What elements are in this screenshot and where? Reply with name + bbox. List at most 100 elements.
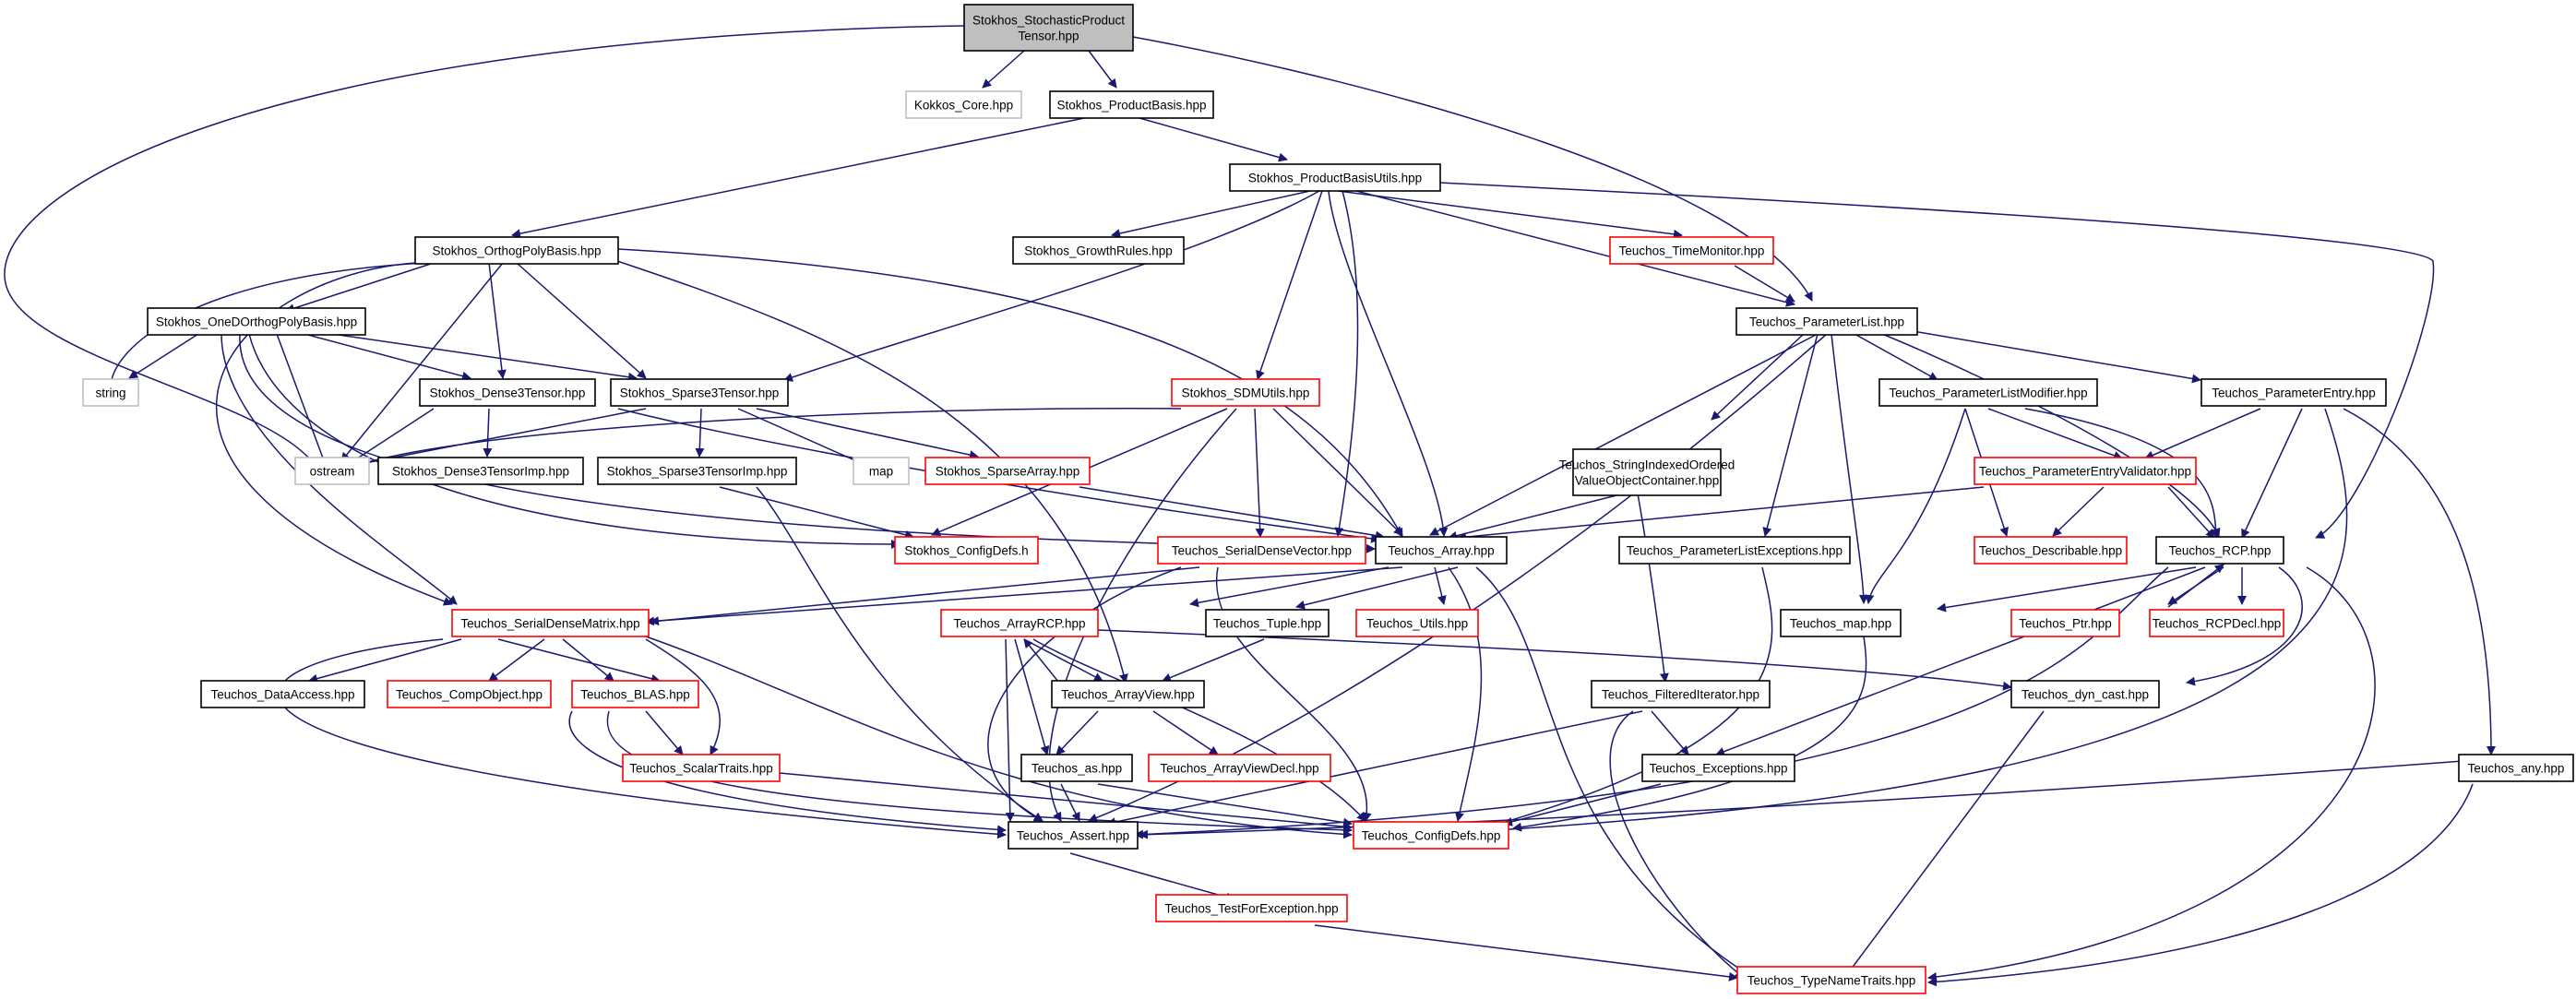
node-sparse-array[interactable]: Stokhos_SparseArray.hpp xyxy=(924,457,1091,485)
edge xyxy=(248,333,900,549)
node-param-entry[interactable]: Teuchos_ParameterEntry.hpp xyxy=(2200,378,2387,407)
node-assert[interactable]: Teuchos_Assert.hpp xyxy=(1008,821,1139,850)
node-data-access[interactable]: Teuchos_DataAccess.hpp xyxy=(200,680,365,708)
node-time-monitor[interactable]: Teuchos_TimeMonitor.hpp xyxy=(1609,236,1774,265)
node-dyn-cast[interactable]: Teuchos_dyn_cast.hpp xyxy=(2010,680,2160,708)
node-sparse3-tensor-imp[interactable]: Stokhos_Sparse3TensorImp.hpp xyxy=(597,457,797,485)
node-param-list-modifier[interactable]: Teuchos_ParameterListModifier.hpp xyxy=(1878,378,2098,407)
node-box xyxy=(1736,966,1926,994)
node-map-std[interactable]: map xyxy=(853,457,910,485)
node-box xyxy=(2458,754,2574,782)
node-serial-dense-vector[interactable]: Teuchos_SerialDenseVector.hpp xyxy=(1157,536,1366,565)
node-label: Teuchos_ParameterList.hpp xyxy=(1749,315,1904,329)
node-label: Teuchos_ParameterEntry.hpp xyxy=(2212,387,2376,400)
node-array-rcp[interactable]: Teuchos_ArrayRCP.hpp xyxy=(940,609,1099,637)
node-sparse3-tensor[interactable]: Stokhos_Sparse3Tensor.hpp xyxy=(610,378,789,407)
node-rcp[interactable]: Teuchos_RCP.hpp xyxy=(2155,536,2284,565)
node-teuchos-array[interactable]: Teuchos_Array.hpp xyxy=(1375,536,1508,565)
node-box xyxy=(1878,378,2098,407)
node-array-view-decl[interactable]: Teuchos_ArrayViewDecl.hpp xyxy=(1148,754,1331,782)
edge xyxy=(1448,566,1483,822)
node-test-for-exception[interactable]: Teuchos_TestForException.hpp xyxy=(1155,894,1348,922)
edge xyxy=(1881,333,2221,538)
node-describable[interactable]: Teuchos_Describable.hpp xyxy=(1974,536,2128,565)
node-label: Teuchos_Describable.hpp xyxy=(1979,544,2122,558)
node-box xyxy=(1020,754,1133,782)
node-label: Teuchos_FilteredIterator.hpp xyxy=(1602,688,1759,702)
node-label: Teuchos_ScalarTraits.hpp xyxy=(629,762,773,776)
node-sdm-utils[interactable]: Stokhos_SDMUtils.hpp xyxy=(1171,378,1320,407)
node-array-view[interactable]: Teuchos_ArrayView.hpp xyxy=(1051,680,1205,708)
node-exceptions[interactable]: Teuchos_Exceptions.hpp xyxy=(1641,754,1795,782)
node-blas[interactable]: Teuchos_BLAS.hpp xyxy=(571,680,699,708)
edge xyxy=(1734,265,1795,303)
node-label: Teuchos_ParameterEntryValidator.hpp xyxy=(1979,465,2191,479)
edge xyxy=(1355,190,1795,307)
node-comp-object[interactable]: Teuchos_CompObject.hpp xyxy=(387,680,552,708)
node-serial-dense-matrix[interactable]: Teuchos_SerialDenseMatrix.hpp xyxy=(451,609,650,637)
node-oned-orthog[interactable]: Stokhos_OneDOrthogPolyBasis.hpp xyxy=(147,307,366,336)
edge xyxy=(1937,566,2197,612)
node-stokhos-configdefs[interactable]: Stokhos_ConfigDefs.h xyxy=(894,536,1039,565)
edge xyxy=(562,638,614,682)
node-box xyxy=(2155,536,2284,565)
node-param-list-exceptions[interactable]: Teuchos_ParameterListExceptions.hpp xyxy=(1618,536,1851,565)
node-box xyxy=(1155,894,1348,922)
node-label: Stokhos_ProductBasis.hpp xyxy=(1056,99,1206,113)
node-label: Teuchos_as.hpp xyxy=(1032,762,1122,776)
edge xyxy=(1060,783,1080,822)
node-box xyxy=(1157,536,1366,565)
edge xyxy=(1272,408,1403,536)
edge xyxy=(331,333,638,382)
node-product-basis[interactable]: Stokhos_ProductBasis.hpp xyxy=(1049,90,1214,119)
node-sivoc[interactable]: Teuchos_StringIndexedOrderedValueObjectC… xyxy=(1559,448,1735,496)
edge xyxy=(1434,566,1447,605)
node-label: Teuchos_CompObject.hpp xyxy=(396,688,543,702)
node-type-name-traits[interactable]: Teuchos_TypeNameTraits.hpp xyxy=(1736,966,1926,994)
edge xyxy=(285,262,435,313)
edge xyxy=(1337,190,1683,239)
node-kokkos-core[interactable]: Kokkos_Core.hpp xyxy=(905,90,1022,119)
edge xyxy=(345,408,435,467)
node-param-entry-validator[interactable]: Teuchos_ParameterEntryValidator.hpp xyxy=(1974,457,2197,485)
node-orthog-poly-basis[interactable]: Stokhos_OrthogPolyBasis.hpp xyxy=(414,236,619,265)
edge xyxy=(1215,566,1372,822)
node-ptr[interactable]: Teuchos_Ptr.hpp xyxy=(2010,609,2120,637)
edge xyxy=(1097,783,1353,827)
node-box xyxy=(597,457,797,485)
node-dense3-tensor[interactable]: Stokhos_Dense3Tensor.hpp xyxy=(419,378,596,407)
node-tuple[interactable]: Teuchos_Tuple.hpp xyxy=(1205,609,1330,637)
node-box xyxy=(1618,536,1851,565)
node-teuchos-configdefs[interactable]: Teuchos_ConfigDefs.hpp xyxy=(1353,821,1509,850)
node-box xyxy=(1205,609,1330,637)
node-scalar-traits[interactable]: Teuchos_ScalarTraits.hpp xyxy=(622,754,781,782)
edge xyxy=(215,262,453,606)
edge xyxy=(756,486,1044,822)
edge xyxy=(1651,710,1689,755)
node-ostream[interactable]: ostream xyxy=(294,457,370,485)
node-product-basis-utils[interactable]: Stokhos_ProductBasisUtils.hpp xyxy=(1229,163,1441,192)
edge xyxy=(695,408,705,458)
node-box xyxy=(894,536,1039,565)
node-rcp-decl[interactable]: Teuchos_RCPDecl.hpp xyxy=(2149,609,2284,637)
node-label: Teuchos_Assert.hpp xyxy=(1017,829,1129,843)
edge xyxy=(2167,564,2224,608)
node-filtered-iterator[interactable]: Teuchos_FilteredIterator.hpp xyxy=(1591,680,1771,708)
node-as[interactable]: Teuchos_as.hpp xyxy=(1020,754,1133,782)
node-utils[interactable]: Teuchos_Utils.hpp xyxy=(1355,609,1479,637)
node-label: Stokhos_GrowthRules.hpp xyxy=(1024,244,1173,258)
edge xyxy=(719,486,914,540)
edge xyxy=(1328,190,1449,537)
node-dense3-tensor-imp[interactable]: Stokhos_Dense3TensorImp.hpp xyxy=(377,457,584,485)
edge xyxy=(2144,408,2261,460)
node-growth-rules[interactable]: Stokhos_GrowthRules.hpp xyxy=(1012,236,1185,265)
node-any[interactable]: Teuchos_any.hpp xyxy=(2458,754,2574,782)
node-parameter-list[interactable]: Teuchos_ParameterList.hpp xyxy=(1735,307,1918,336)
node-label: Teuchos_ArrayView.hpp xyxy=(1061,688,1195,702)
edge xyxy=(650,566,1200,626)
node-teuchos-map[interactable]: Teuchos_map.hpp xyxy=(1780,609,1902,637)
node-label: Teuchos_ArrayViewDecl.hpp xyxy=(1160,762,1318,776)
node-string[interactable]: string xyxy=(82,378,139,407)
edge xyxy=(645,710,684,755)
